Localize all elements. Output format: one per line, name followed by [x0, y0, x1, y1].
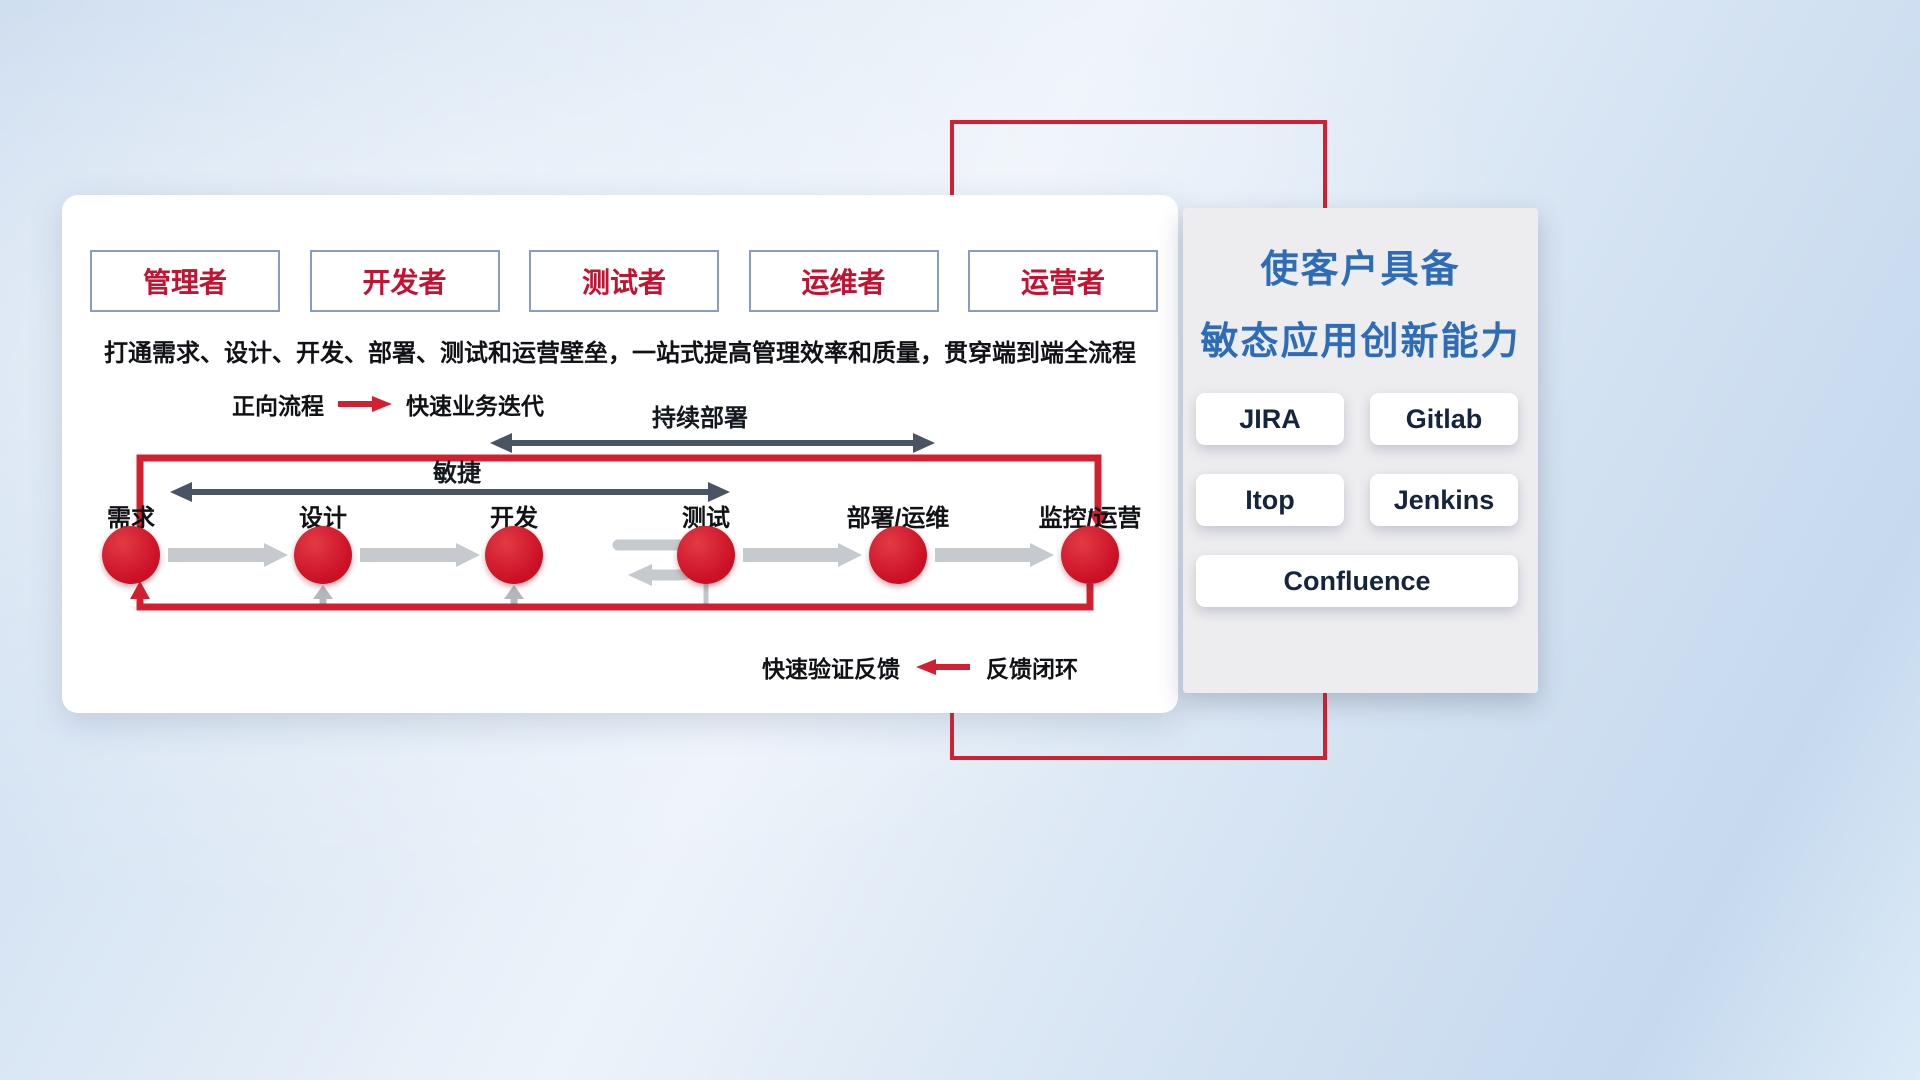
capability-panel: 使客户具备 敏态应用创新能力 JIRA Gitlab Itop Jenkins … — [1183, 208, 1538, 693]
tool-jira: JIRA — [1196, 393, 1344, 445]
legend-forward: 正向流程 快速业务迭代 — [232, 387, 544, 421]
legend-forward-desc: 快速业务迭代 — [406, 393, 544, 419]
feedback-arrow-icon — [916, 659, 970, 675]
role-box-manager: 管理者 — [90, 250, 280, 312]
role-label: 运维者 — [801, 267, 886, 298]
node-circle-design — [294, 526, 352, 584]
role-label: 管理者 — [142, 267, 227, 298]
workflow-card: 管理者 开发者 测试者 运维者 运营者 打通需求、设计、开发、部署、测试和运营壁… — [62, 195, 1178, 713]
forward-arrow-icon — [338, 396, 392, 412]
flow-lines — [130, 433, 1108, 611]
tool-confluence: Confluence — [1196, 555, 1518, 607]
roles-row: 管理者 开发者 测试者 运维者 运营者 — [90, 250, 1158, 312]
node-circle-test — [677, 526, 735, 584]
subtitle: 打通需求、设计、开发、部署、测试和运营壁垒，一站式提高管理效率和质量，贯穿端到端… — [104, 340, 1136, 367]
role-label: 运营者 — [1020, 267, 1105, 298]
role-label: 测试者 — [581, 267, 666, 298]
tools-grid: JIRA Gitlab Itop Jenkins Confluence — [1196, 393, 1518, 607]
tool-jenkins: Jenkins — [1370, 474, 1518, 526]
tool-itop: Itop — [1196, 474, 1344, 526]
role-box-tester: 测试者 — [529, 250, 719, 312]
panel-title-line1: 使客户具备 — [1260, 249, 1461, 291]
label-continuous-deploy: 持续部署 — [652, 405, 748, 432]
label-agile: 敏捷 — [433, 460, 481, 487]
node-circle-monitor-ops — [1061, 526, 1119, 584]
node-circle-requirements — [102, 526, 160, 584]
legend-feedback-text: 快速验证反馈 — [762, 656, 900, 682]
legend-feedback-label: 反馈闭环 — [986, 656, 1078, 682]
tool-gitlab: Gitlab — [1370, 393, 1518, 445]
legend-forward-label: 正向流程 — [232, 393, 324, 419]
panel-title-line2: 敏态应用创新能力 — [1200, 321, 1521, 363]
role-label: 开发者 — [362, 267, 447, 298]
role-box-developer: 开发者 — [309, 250, 500, 312]
node-circle-deploy-ops — [869, 526, 927, 584]
role-box-operator: 运营者 — [968, 250, 1158, 312]
node-circle-develop — [485, 526, 543, 584]
legend-feedback: 快速验证反馈 反馈闭环 — [762, 650, 1078, 684]
role-box-ops: 运维者 — [748, 250, 939, 312]
